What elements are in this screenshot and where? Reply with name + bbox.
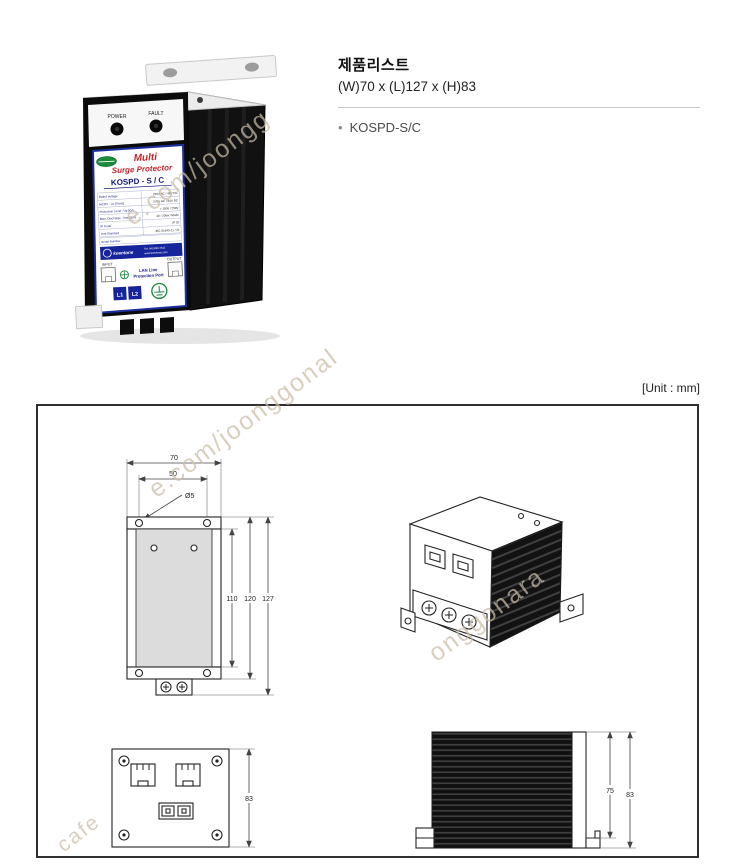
fault-label: FAULT [148, 111, 163, 117]
mounting-hole [202, 518, 212, 528]
spec-value: 220V AC / 48V DC [153, 191, 179, 196]
front-view-drawing: 70 50 Ø5 [126, 455, 277, 696]
product-size: (W)70 x (L)127 x (H)83 [338, 79, 477, 94]
dim-height-inner: 110 [226, 596, 237, 603]
dimension-drawing-panel: 70 50 Ø5 [36, 404, 699, 858]
bottom-view-drawing: 83 [111, 748, 257, 848]
input-label: INPUT [102, 262, 114, 267]
din-tab [120, 319, 134, 335]
photo-shadow [80, 328, 280, 344]
mounting-hole [134, 518, 144, 528]
spec-key: Protection Level : Up [kV] [100, 208, 134, 214]
din-tab [140, 318, 154, 334]
spec-key: Rated Voltage [99, 194, 118, 199]
isometric-view-drawing [400, 496, 584, 648]
mounting-plate [571, 731, 587, 849]
contact-web: www.koentone.com [144, 250, 168, 255]
contact-bar [99, 242, 183, 260]
side-view-drawing: 75 83 [415, 731, 638, 849]
dim-height-mid: 120 [244, 596, 256, 603]
bottom-foot-bracket [74, 304, 104, 330]
dim-side-height: 83 [626, 792, 634, 799]
brand-line1: Multi [133, 152, 157, 164]
power-label: POWER [108, 114, 127, 120]
bracket-hole [244, 62, 259, 72]
spec-key: Test Standard [101, 231, 120, 236]
mounting-bracket [145, 55, 277, 86]
spec-value: 40 / 20kA / Mode [156, 213, 179, 218]
l2-label: L2 [132, 292, 139, 298]
product-photo: POWER FAULT Multi Surge Protector KOSPD … [74, 55, 280, 344]
serial-label: Serial Number : [101, 239, 122, 244]
spec-value: 275V AC / 60V DC [153, 198, 179, 203]
product-model: KOSPD-S/C [349, 120, 422, 135]
page-title: 제품리스트 [338, 57, 410, 74]
brand-line2: Surge Protector [112, 163, 174, 175]
divider [338, 107, 700, 108]
product-label [91, 143, 188, 315]
spec-key: MCOV : Uc [Vrms] [99, 201, 124, 206]
dim-hole-diameter: Ø5 [185, 493, 194, 500]
contact-brand: koentone [113, 250, 134, 256]
din-tab [160, 317, 174, 333]
dim-height-total: 127 [262, 596, 274, 603]
output-label: OUTPUT [167, 257, 183, 262]
spec-key: Max. Discharge : Imax [kA] [100, 215, 136, 221]
dim-side-depth: 75 [606, 788, 614, 795]
l2-badge [128, 285, 142, 300]
spec-value: < 1500 / 250V [160, 206, 179, 211]
l1-badge [113, 286, 127, 301]
product-list-item: • KOSPD-S/C [338, 120, 700, 135]
bullet-dot: • [338, 120, 343, 135]
unit-label: [Unit : mm] [641, 381, 700, 395]
spec-value: IP 20 [172, 220, 179, 224]
protection-icon [119, 270, 129, 280]
spec-value: IEC 61643-11 / 21 [155, 228, 180, 233]
model-name: KOSPD - S / C [111, 176, 165, 188]
top-screw-hole [197, 97, 203, 103]
lan-label-line2: Protection Port [133, 272, 164, 279]
bracket-hole [163, 68, 178, 78]
heatsink-body [431, 731, 573, 849]
spec-key: IP Code [100, 224, 111, 229]
contact-logo-icon [102, 248, 112, 258]
product-label-content: Multi Surge Protector KOSPD - S / C Rate… [96, 152, 183, 301]
lan-label-line1: LAN Line [139, 267, 158, 273]
dim-bottom-height: 83 [245, 796, 253, 803]
dim-hole-span: 50 [169, 471, 177, 478]
dim-front-width: 70 [170, 455, 178, 462]
l1-label: L1 [117, 292, 124, 298]
plate-foot [585, 837, 601, 849]
led-panel [88, 99, 184, 147]
contact-tel: Tel: 043.853.7611 [144, 246, 166, 251]
product-info-block: 제품리스트 (W)70 x (L)127 x (H)83 • KOSPD-S/C [338, 54, 700, 135]
